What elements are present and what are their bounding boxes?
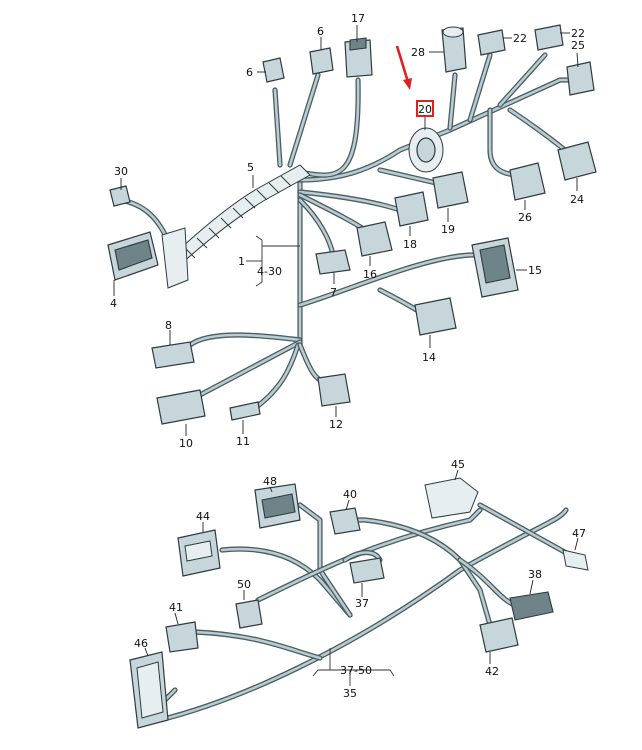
label-35: 35 [343,687,357,700]
connector-40[interactable] [329,507,361,535]
label-20: 20 [418,103,432,116]
connector-41[interactable] [165,621,199,653]
grommet-20[interactable] [408,127,444,173]
connector-50[interactable] [235,599,263,629]
connector-30[interactable] [109,185,131,207]
connector-24[interactable] [557,141,597,181]
label-45: 45 [451,458,465,471]
label-17: 17 [351,12,365,25]
label-18: 18 [403,238,417,251]
label-5: 5 [247,161,254,174]
bottom-harness-wires [157,502,573,723]
label-11: 11 [236,435,250,448]
label-48: 48 [263,475,277,488]
label-37-50: 37-50 [340,664,372,677]
connector-11[interactable] [229,401,261,421]
label-6b: 6 [317,25,324,38]
connector-47[interactable] [562,549,589,571]
label-37: 37 [355,597,369,610]
connector-28[interactable] [441,26,467,73]
connector-18[interactable] [394,191,429,227]
group-bracket-1 [246,235,300,287]
label-4: 4 [110,297,117,310]
label-4-30: 4-30 [257,265,282,278]
label-22b: 22 [571,27,585,40]
red-arrow-icon [395,45,412,90]
label-44: 44 [196,510,210,523]
leader-lines [113,25,579,664]
connector-15[interactable] [471,237,519,298]
label-16: 16 [363,268,377,281]
connector-38[interactable] [509,591,554,621]
connector-48[interactable] [254,483,301,529]
label-42: 42 [485,665,499,678]
label-6a: 6 [246,66,253,79]
group-bracket-35 [312,648,395,686]
connector-26[interactable] [509,162,546,201]
connector-14[interactable] [414,297,457,336]
label-15: 15 [528,264,542,277]
label-40: 40 [343,488,357,501]
connector-6b[interactable] [309,47,334,75]
label-25: 25 [571,39,585,52]
label-19: 19 [441,223,455,236]
connector-22a[interactable] [477,29,506,56]
connector-4[interactable] [107,231,159,281]
part-labels: 1 4-30 4 5 6 6 7 8 10 11 12 14 15 16 17 … [110,12,586,700]
label-8: 8 [165,319,172,332]
label-50: 50 [237,578,251,591]
connector-44[interactable] [177,529,221,577]
red-box-highlight [416,100,434,117]
label-38: 38 [528,568,542,581]
connector-16[interactable] [356,221,393,257]
connector-25[interactable] [566,61,595,96]
label-28: 28 [411,46,425,59]
connector-45[interactable] [424,477,479,519]
label-46: 46 [134,637,148,650]
label-1: 1 [238,255,245,268]
connector-10[interactable] [156,389,206,425]
label-24: 24 [570,193,584,206]
corrugated-sleeve [169,164,311,266]
connector-19[interactable] [432,171,469,209]
connector-12[interactable] [317,373,351,407]
connector-8[interactable] [151,341,195,369]
label-14: 14 [422,351,436,364]
connector-37[interactable] [349,557,385,584]
label-30: 30 [114,165,128,178]
label-41: 41 [169,601,183,614]
label-22a: 22 [513,32,527,45]
label-26: 26 [518,211,532,224]
label-47: 47 [572,527,586,540]
connector-46[interactable] [129,651,169,729]
connector-22b[interactable] [534,24,564,51]
connector-42[interactable] [479,617,519,653]
label-7: 7 [330,286,337,299]
connector-7[interactable] [315,249,351,275]
label-12: 12 [329,418,343,431]
label-10: 10 [179,437,193,450]
connector-6a[interactable] [262,57,285,83]
connector-17[interactable] [344,37,373,78]
grommet-plate[interactable] [161,227,189,289]
